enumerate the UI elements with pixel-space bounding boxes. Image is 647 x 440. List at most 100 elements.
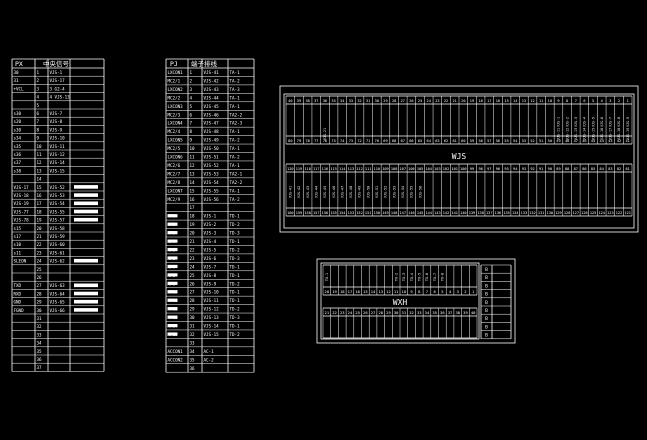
wjs-terminal-number: 129: [555, 211, 562, 215]
wjs-wire-label: VJS-9: [626, 117, 630, 127]
px-row-bar: [74, 283, 98, 288]
px-row-wire: VJS-61: [50, 250, 66, 255]
pj-row-wire: VJS-54: [204, 180, 220, 185]
px-row-signal: VJS-19: [14, 201, 30, 206]
wjs-terminal-number: 81: [626, 167, 630, 171]
pj-row-bar: [167, 231, 178, 235]
wxh-terminal-number: 7: [426, 289, 428, 294]
wxh-terminal-number: 21: [325, 310, 330, 315]
wjs-terminal-number: 88: [565, 167, 569, 171]
px-row-signal: s30: [14, 111, 22, 116]
wjs-terminal-number: 13: [522, 99, 526, 103]
px-row-wire: VJS-9: [50, 127, 63, 132]
wjs-terminal-number: 120: [287, 167, 294, 171]
wjs-terminal-number: 113: [348, 167, 355, 171]
pj-row-target: TA2-1: [230, 171, 243, 176]
pj-row-target: TD-2: [230, 307, 241, 312]
pj-row-number: 23: [190, 256, 196, 261]
wxh-inner-frame: [320, 262, 480, 340]
px-row-number: 18: [37, 209, 43, 214]
pj-row-wire: VJS-7: [204, 264, 217, 269]
wjs-terminal-number: 127: [573, 211, 580, 215]
wjs-terminal-number: 8: [566, 99, 568, 103]
pj-row-number: 17: [190, 205, 196, 210]
pj-row-wire: VJS-42: [204, 78, 220, 83]
pj-row-number: 5: [190, 104, 193, 109]
pj-row-number: 19: [190, 222, 196, 227]
px-row-signal: FGND: [14, 308, 25, 313]
wxh-terminal-number: 6: [434, 289, 437, 294]
wjs-terminal-number: 5: [592, 99, 594, 103]
wjs-terminal-number: 122: [616, 211, 623, 215]
wjs-terminal-number: 75: [331, 139, 335, 143]
pj-row-number: 18: [190, 214, 196, 219]
wjs-terminal-number: 118: [304, 167, 311, 171]
wxh-terminal-number: 15: [363, 289, 368, 294]
pj-row-number: 28: [190, 298, 196, 303]
wjs-terminal-number: 42: [617, 139, 621, 143]
wjs-terminal-number: 106: [408, 167, 415, 171]
wjs-terminal-number: 21: [453, 99, 457, 103]
px-row-signal: 31: [14, 78, 20, 83]
wjs-terminal-number: 82: [617, 167, 621, 171]
wjs-terminal-number: 155: [330, 211, 337, 215]
wjs-terminal-number: 33: [349, 99, 353, 103]
pj-row-number: 32: [190, 332, 196, 337]
wxh-side-label: B: [485, 275, 488, 281]
pj-row-signal: MC2/1: [168, 78, 181, 83]
pj-row-signal: MC2/7: [168, 171, 181, 176]
wjs-terminal-number: 56: [496, 139, 500, 143]
wjs-terminal-number: 35: [331, 99, 335, 103]
wjs-wire-label: VJS-4: [583, 117, 587, 127]
pj-row-signal: LXCON1: [168, 70, 184, 75]
wjs-terminal-number: 103: [434, 167, 441, 171]
pj-row-target: TA-3: [230, 87, 241, 92]
px-row-number: 9: [37, 136, 40, 141]
wjs-terminal-number: 68: [392, 139, 396, 143]
pj-row-target: TD-3: [230, 315, 241, 320]
wjs-terminal-number: 98: [478, 167, 482, 171]
wjs-terminal-number: 2: [618, 99, 620, 103]
px-row-signal: s17: [14, 234, 22, 239]
wjs-terminal-number: 119: [296, 167, 303, 171]
wxh-terminal-number: 1: [472, 289, 475, 294]
px-row-number: 30: [37, 308, 43, 313]
wxh-terminal-number: 28: [378, 310, 383, 315]
px-row-number: 25: [37, 267, 43, 272]
px-row-wire: VJS-58: [50, 226, 66, 231]
px-row-wire: VJS-14: [50, 160, 66, 165]
wxh-wire-label: TX-4: [410, 273, 414, 281]
wjs-terminal-number: 79: [297, 139, 301, 143]
px-row-signal: s36: [14, 152, 22, 157]
wjs-terminal-number: 26: [409, 99, 413, 103]
wjs-wire-label: VJS-7: [609, 117, 613, 127]
pj-row-target: TD-1: [230, 273, 241, 278]
wjs-terminal-number: 30: [375, 99, 379, 103]
wjs-terminal-number: 143: [434, 211, 441, 215]
pj-row-target: TD-3: [230, 256, 241, 261]
px-row-number: 8: [37, 127, 40, 132]
wjs-terminal-number: 62: [444, 139, 448, 143]
pj-row-number: 14: [190, 180, 196, 185]
wjs-wire-label: VJS-5: [591, 117, 595, 127]
pj-row-number: 34: [190, 349, 196, 354]
px-row-wire: VJS-62: [50, 259, 66, 264]
px-row-signal: 30: [14, 70, 20, 75]
pj-row-number: 2: [190, 78, 193, 83]
wjs-terminal-number: 44: [600, 139, 604, 143]
wxh-terminal-number: 38: [455, 310, 460, 315]
pj-row-number: 20: [190, 231, 196, 236]
pj-row-target: TA-1: [230, 95, 241, 100]
wjs-terminal-number: 37: [314, 99, 318, 103]
wjs-terminal-number: 36: [323, 99, 327, 103]
wjs-terminal-number: 7: [575, 99, 577, 103]
px-row-wire: VJS-55: [50, 209, 66, 214]
wjs-terminal-number: 159: [296, 211, 303, 215]
pj-row-target: TA-2: [230, 197, 241, 202]
px-row-number: 11: [37, 152, 43, 157]
px-row-signal: SLEON: [14, 259, 27, 264]
wjs-wire-label: VJS-48: [349, 186, 353, 198]
wjs-terminal-number: 80: [288, 139, 292, 143]
px-header-code: PX: [15, 60, 23, 68]
